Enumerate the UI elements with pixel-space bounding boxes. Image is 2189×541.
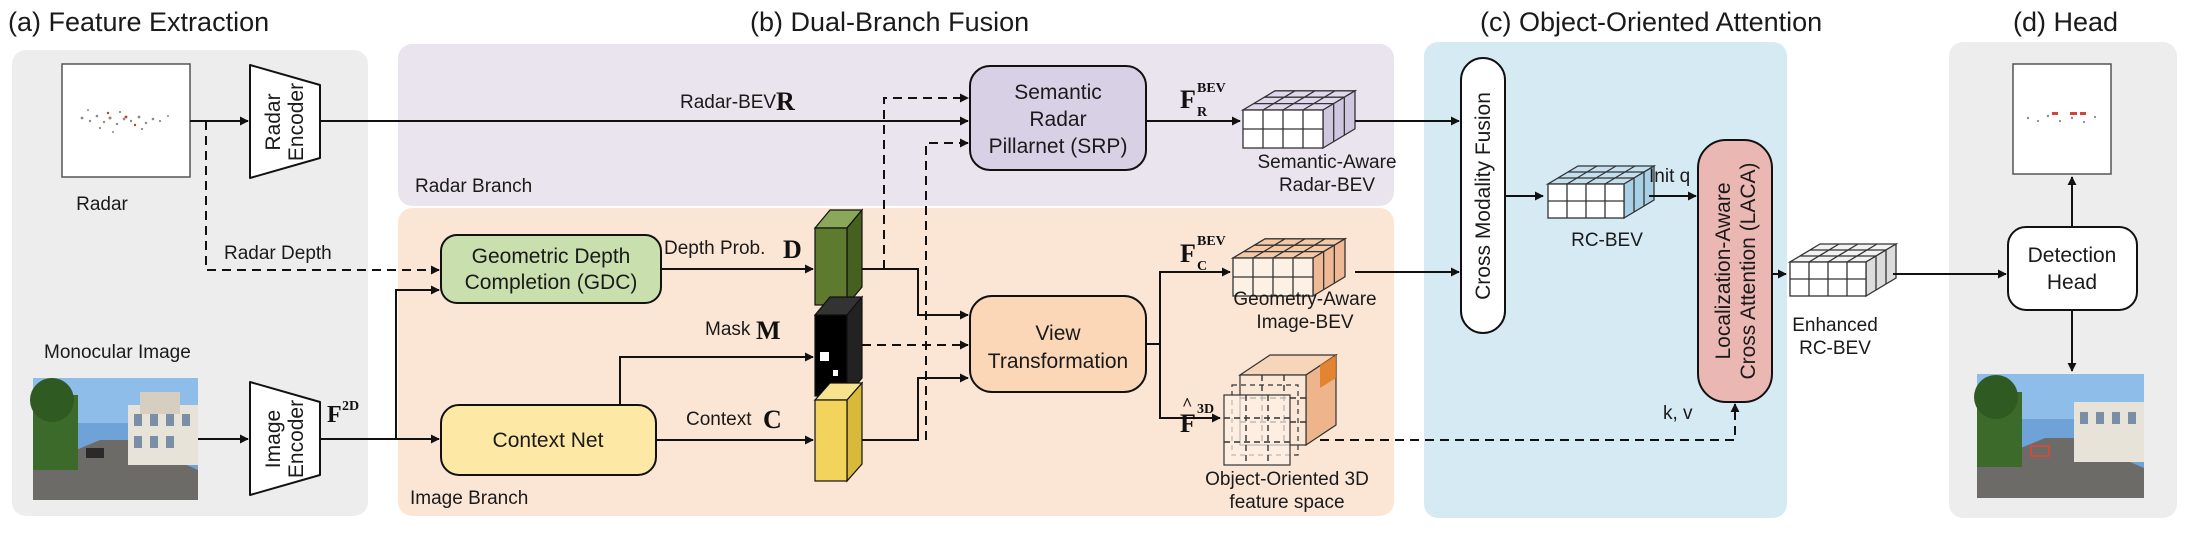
svg-text:R: R (1197, 105, 1208, 120)
f-c-bev-symbol: F BEV C (1180, 234, 1226, 274)
f-r-bev-symbol: F BEV R (1180, 81, 1226, 120)
image-branch-label: Image Branch (410, 488, 528, 509)
rc-bev-cube (1545, 164, 1657, 220)
attention-panel (1424, 42, 1787, 518)
radar-bev-label: Radar-BEV R (680, 87, 795, 116)
svg-text:F: F (1180, 409, 1196, 438)
srp-label-1: Semantic (1014, 81, 1102, 104)
radar-branch-label: Radar Branch (415, 176, 532, 197)
section-title-feature-extraction: (a) Feature Extraction (8, 7, 269, 37)
svg-text:R: R (776, 87, 795, 116)
enhanced-rc-bev-caption-1: Enhanced (1792, 315, 1878, 336)
srp-label-3: Pillarnet (SRP) (989, 135, 1128, 158)
monocular-image-label: Monocular Image (44, 342, 191, 363)
geometry-image-bev-cube (1230, 237, 1348, 298)
geometry-image-bev-caption-1: Geometry-Aware (1233, 289, 1376, 310)
radar-depth-label: Radar Depth (224, 243, 332, 264)
view-transformation-label-2: Transformation (988, 350, 1128, 373)
gdc-label-2: Completion (GDC) (465, 271, 638, 294)
f-3d-hat-symbol: F ^ 3D (1180, 394, 1214, 438)
kv-label: k, v (1663, 403, 1693, 424)
object-3d-feature-cube (1223, 353, 1338, 466)
gdc-box: Geometric Depth Completion (GDC) (440, 234, 662, 304)
svg-text:Mask: Mask (705, 319, 751, 340)
svg-text:C: C (1197, 259, 1207, 274)
svg-text:Context: Context (686, 409, 752, 430)
geometry-image-bev-caption-2: Image-BEV (1256, 312, 1353, 333)
view-transformation-box: View Transformation (969, 295, 1147, 393)
semantic-radar-bev-caption-1: Semantic-Aware (1257, 152, 1396, 173)
svg-text:3D: 3D (1197, 402, 1214, 417)
radar-encoder: Radar Encoder (249, 64, 321, 179)
svg-text:2D: 2D (342, 399, 359, 414)
svg-text:F: F (327, 402, 342, 428)
detection-head-box: Detection Head (2007, 226, 2138, 311)
view-transformation-label-1: View (1035, 322, 1081, 345)
object-3d-caption-2: feature space (1229, 492, 1344, 513)
svg-text:F: F (1180, 85, 1196, 114)
semantic-radar-bev-cube (1240, 89, 1358, 150)
image-encoder-label-1: Image (262, 410, 285, 468)
connectors (190, 93, 2077, 445)
radar-input-label: Radar (76, 194, 128, 215)
detection-head-label-2: Head (2047, 271, 2097, 294)
monocular-input-image (30, 378, 198, 500)
depth-prob-label: Depth Prob. D (664, 235, 802, 264)
semantic-radar-bev-caption-2: Radar-BEV (1279, 175, 1375, 196)
svg-text:F: F (1180, 239, 1196, 268)
gdc-label-1: Geometric Depth (472, 245, 631, 268)
laca-box: Localization-Aware Cross Attention (LACA… (1697, 139, 1773, 403)
svg-text:BEV: BEV (1197, 234, 1226, 249)
svg-text:D: D (783, 235, 802, 264)
svg-text:C: C (763, 405, 782, 434)
mask-map (813, 295, 864, 398)
init-q-label: Init q (1649, 166, 1690, 187)
svg-text:Radar-BEV: Radar-BEV (680, 92, 776, 113)
laca-label-1: Localization-Aware (1712, 182, 1735, 359)
svg-text:Cross Modality Fusion: Cross Modality Fusion (1472, 92, 1495, 300)
context-net-box: Context Net (440, 404, 657, 476)
depth-prob-map (813, 208, 864, 307)
enhanced-rc-bev-cube (1787, 242, 1899, 298)
image-encoder-label-2: Encoder (285, 400, 308, 478)
radar-encoder-label-1: Radar (262, 93, 285, 150)
detection-output-image (1974, 374, 2144, 498)
srp-label-2: Radar (1029, 108, 1086, 131)
enhanced-rc-bev-caption-2: RC-BEV (1799, 338, 1871, 359)
mask-label: Mask M (705, 316, 781, 345)
detection-head-label-1: Detection (2028, 244, 2117, 267)
rc-bev-caption: RC-BEV (1571, 230, 1643, 251)
svg-text:^: ^ (1182, 394, 1192, 414)
image-encoder: Image Encoder (249, 381, 321, 496)
laca-label-2: Cross Attention (LACA) (1737, 162, 1760, 379)
svg-text:BEV: BEV (1197, 81, 1226, 96)
svg-text:M: M (756, 316, 781, 345)
radar-input-image (61, 63, 191, 178)
section-title-head: (d) Head (2013, 7, 2118, 37)
context-map (813, 381, 864, 483)
context-net-label: Context Net (493, 429, 604, 452)
section-title-object-oriented-attention: (c) Object-Oriented Attention (1480, 7, 1822, 37)
detection-output-radar (2012, 63, 2112, 175)
object-3d-caption-1: Object-Oriented 3D (1205, 469, 1369, 490)
f2d-symbol: F 2D (327, 399, 359, 428)
svg-text:Depth Prob.: Depth Prob. (664, 238, 765, 259)
cross-modality-fusion-box: Cross Modality Fusion (1460, 57, 1506, 334)
context-label: Context C (686, 405, 782, 434)
srp-box: Semantic Radar Pillarnet (SRP) (969, 65, 1147, 171)
section-title-dual-branch-fusion: (b) Dual-Branch Fusion (750, 7, 1029, 37)
radar-encoder-label-2: Encoder (285, 83, 308, 161)
